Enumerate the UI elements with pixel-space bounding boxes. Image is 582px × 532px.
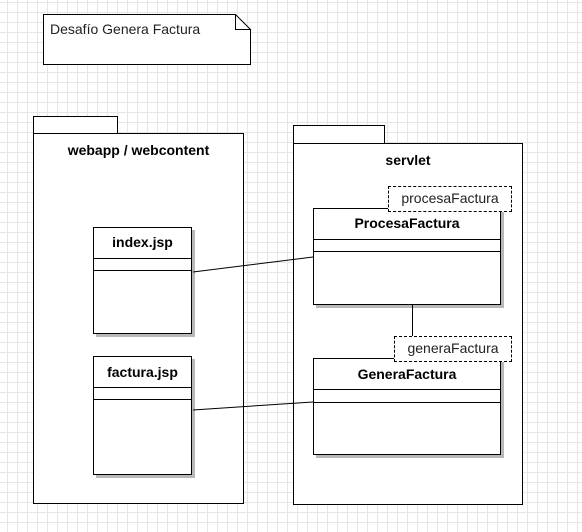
class-index-jsp-name: index.jsp — [112, 234, 173, 250]
package-servlet-label: servlet — [385, 152, 431, 168]
class-procesa-factura-operations-divider — [314, 251, 500, 252]
package-webapp-label: webapp / webcontent — [67, 142, 210, 158]
class-index-jsp-operations-divider — [94, 270, 191, 271]
class-factura-jsp-attributes-divider — [94, 387, 191, 388]
class-procesa-factura-name: ProcesaFactura — [354, 215, 460, 231]
class-factura-jsp-operations-divider — [94, 399, 191, 400]
association-factura-genera — [192, 401, 314, 411]
class-procesa-factura-attributes-divider — [314, 239, 500, 240]
class-genera-factura: GeneraFactura — [313, 358, 501, 455]
association-index-procesa — [192, 256, 314, 273]
class-factura-jsp-name: factura.jsp — [107, 364, 178, 380]
class-genera-factura-name: GeneraFactura — [357, 366, 457, 382]
class-genera-factura-operations-divider — [314, 402, 500, 403]
class-index-jsp: index.jsp — [93, 227, 192, 334]
class-index-jsp-attributes-divider — [94, 258, 191, 259]
diagram-title-note: Desafío Genera Factura — [50, 21, 201, 37]
class-factura-jsp: factura.jsp — [93, 356, 192, 475]
template-param-procesa-factura: procesaFactura — [388, 186, 512, 212]
class-procesa-factura: ProcesaFactura — [313, 208, 501, 305]
class-genera-factura-attributes-divider — [314, 389, 500, 390]
template-param-genera-factura: generaFactura — [394, 336, 512, 362]
